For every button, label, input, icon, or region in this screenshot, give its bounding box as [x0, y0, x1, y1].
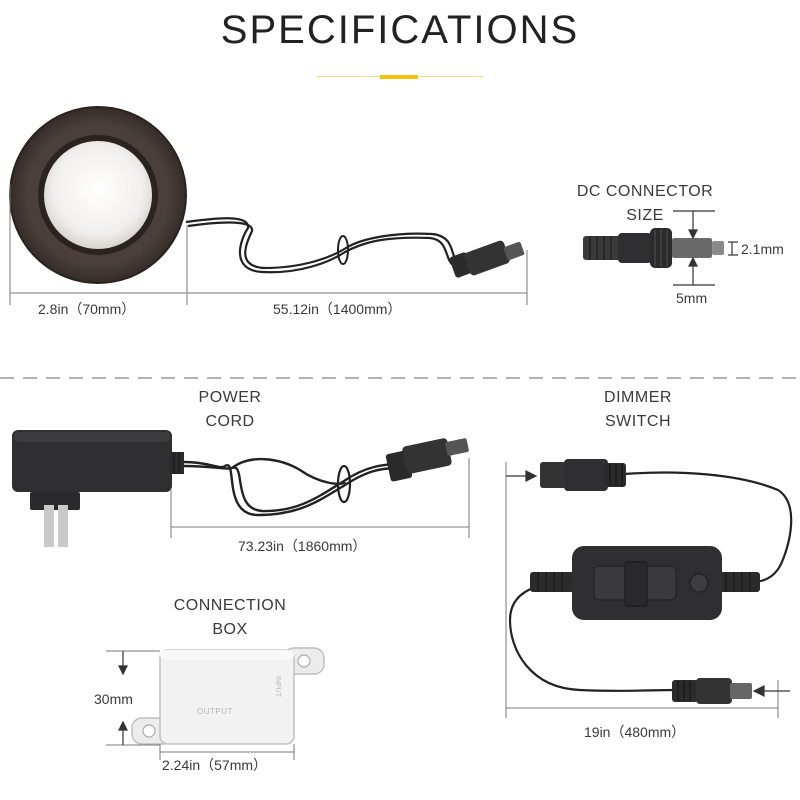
- dc-connector-illustration: [583, 228, 724, 268]
- power-cord-dimension-lines: [170, 458, 470, 538]
- power-adapter: [12, 430, 184, 547]
- connection-box-illustration: INPUT OUTPUT: [131, 647, 325, 745]
- dc-connector-outer-label: 5mm: [676, 290, 708, 306]
- power-cord-cable: [183, 457, 403, 517]
- dimmer-switch-title-line2: SWITCH: [604, 413, 672, 430]
- page-title: SPECIFICATIONS: [220, 8, 580, 52]
- dimmer-output-connector: [672, 678, 752, 704]
- dimmer-switch-title-line1: DIMMER: [604, 389, 672, 406]
- connection-box-output-text: OUTPUT: [197, 707, 233, 716]
- title-underline-accent: [380, 75, 418, 79]
- dimmer-switch-length-label: 19in（480mm）: [584, 724, 686, 740]
- connection-box-dimension-lines: [106, 650, 295, 760]
- light-cable: [185, 217, 459, 274]
- power-cord-title: POWER CORD: [170, 386, 290, 434]
- puck-light: [9, 106, 187, 284]
- power-cord-title-line1: POWER: [198, 389, 262, 406]
- dimmer-dimension-lines: [505, 462, 790, 718]
- connection-box-input-text: INPUT: [274, 676, 281, 698]
- dc-connector-title: DC CONNECTOR SIZE: [555, 180, 735, 228]
- dc-connector-inner-label: 2.1mm: [741, 241, 784, 257]
- power-cord-plug: [385, 438, 469, 482]
- light-cable-length-label: 55.12in（1400mm）: [273, 301, 402, 317]
- connection-box-height-label: 30mm: [94, 691, 133, 707]
- connection-box-width-label: 2.24in（57mm）: [162, 757, 268, 773]
- dimmer-control-box: [530, 546, 760, 620]
- light-dimension-lines: [9, 184, 528, 305]
- light-diameter-label: 2.8in（70mm）: [38, 301, 136, 317]
- connection-box-title: CONNECTION BOX: [150, 594, 310, 642]
- dimmer-cable: [508, 471, 793, 692]
- power-cord-length-label: 73.23in（1860mm）: [238, 538, 367, 554]
- light-dc-plug: [449, 240, 525, 278]
- dimmer-input-connector: [540, 459, 626, 491]
- connection-box-title-line2: BOX: [212, 621, 248, 638]
- connection-box-title-line1: CONNECTION: [173, 597, 287, 614]
- dc-connector-dimension-lines: [673, 210, 738, 286]
- dc-connector-title-line2: SIZE: [626, 207, 664, 224]
- dc-connector-title-line1: DC CONNECTOR: [576, 183, 714, 200]
- dimmer-switch-title: DIMMER SWITCH: [578, 386, 698, 434]
- power-cord-title-line2: CORD: [205, 413, 255, 430]
